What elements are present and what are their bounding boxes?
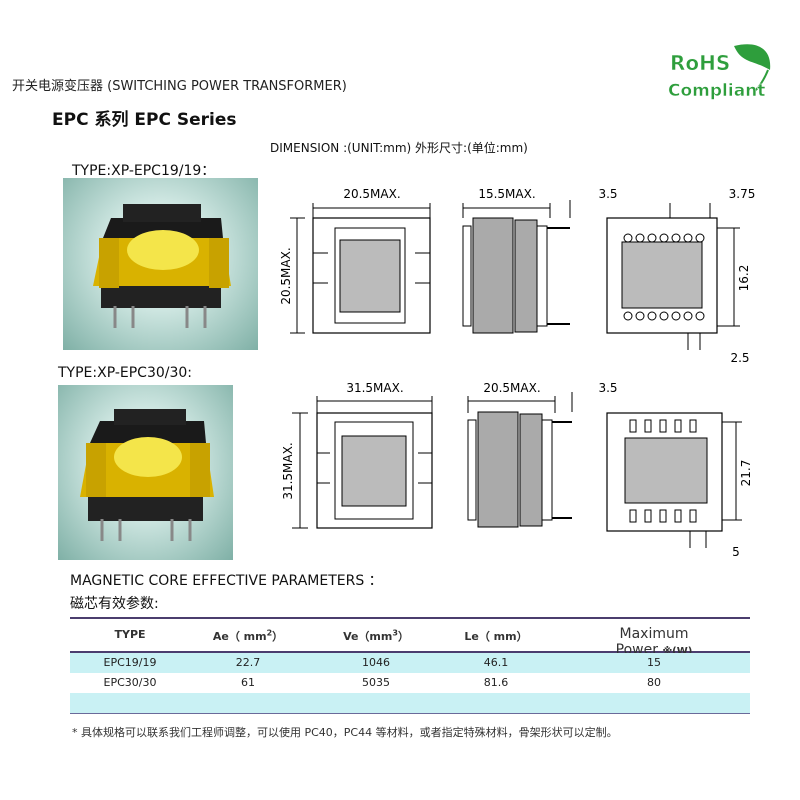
product-photo-epc19 <box>63 178 258 350</box>
side-width-label: 20.5MAX. <box>483 381 540 395</box>
pin-pitch-top-label: 3.75 <box>729 187 756 201</box>
col-ve: Ve（mm3） <box>343 628 409 643</box>
cell-ve: 5035 <box>362 676 390 689</box>
front-view: 20.5MAX. 20.5MAX. <box>279 187 431 334</box>
cell-le: 46.1 <box>483 656 509 669</box>
pin-length-label: 3.5 <box>598 381 617 395</box>
type-label-epc30: TYPE:XP-EPC30/30: <box>58 365 193 381</box>
page-header-title: 开关电源变压器 (SWITCHING POWER TRANSFORMER) <box>12 79 347 94</box>
cell-type: EPC19/19 <box>103 656 157 669</box>
col-le: Le（ mm） <box>464 630 528 643</box>
front-view: 31.5MAX. 31.5MAX. <box>281 381 433 529</box>
cell-power: 80 <box>647 676 661 689</box>
pin-spacing-label: 5 <box>732 545 740 559</box>
footnote: * 具体规格可以联系我们工程师调整，可以使用 PC40，PC44 等材料，或者指… <box>72 726 618 739</box>
front-height-label: 31.5MAX. <box>281 442 295 499</box>
side-width-label: 15.5MAX. <box>478 187 535 201</box>
dimension-note: DIMENSION :(UNIT:mm) 外形尺寸:(单位:mm) <box>270 141 528 155</box>
cell-power: 15 <box>647 656 661 669</box>
table-row-empty <box>70 693 750 713</box>
bottom-view: 21.7 5 <box>606 412 753 559</box>
dimension-drawing-epc30: 31.5MAX. 31.5MAX. 20.5MAX. 3.5 21 <box>281 381 753 559</box>
leaf-icon <box>734 44 771 70</box>
front-width-label: 20.5MAX. <box>343 187 400 201</box>
parameters-title-cn: 磁芯有效参数: <box>70 596 159 612</box>
bottom-view: 3.75 16.2 2.5 <box>606 187 756 365</box>
parameters-table: TYPE Ae（ mm2） Ve（mm3） Le（ mm） Maximum Po… <box>70 617 750 714</box>
col-type: TYPE <box>114 628 146 641</box>
cell-ve: 1046 <box>362 656 390 669</box>
table-row: EPC19/19 22.7 1046 46.1 15 <box>70 653 750 673</box>
bottom-height-label: 16.2 <box>737 265 751 292</box>
cell-type: EPC30/30 <box>103 676 157 689</box>
compliant-text: Compliant <box>668 81 765 101</box>
side-view: 20.5MAX. 3.5 <box>467 381 618 528</box>
type-label-epc19: TYPE:XP-EPC19/19： <box>72 163 216 179</box>
bottom-height-label: 21.7 <box>739 460 753 487</box>
dimension-drawing-epc19: 20.5MAX. 20.5MAX. 15.5MAX. 3.5 3.75 <box>279 187 756 365</box>
product-photo-epc30 <box>58 385 233 560</box>
cell-le: 81.6 <box>483 676 509 689</box>
rohs-text: RoHS <box>670 51 730 75</box>
pin-spacing-label: 2.5 <box>730 351 749 365</box>
pin-length-label: 3.5 <box>598 187 617 201</box>
col-ae: Ae（ mm2） <box>212 628 284 643</box>
rohs-badge: RoHS Compliant <box>664 40 774 104</box>
series-title: EPC 系列 EPC Series <box>52 110 237 130</box>
table-header: TYPE Ae（ mm2） Ve（mm3） Le（ mm） Maximum Po… <box>70 619 750 658</box>
cell-ae: 61 <box>241 676 255 689</box>
front-width-label: 31.5MAX. <box>346 381 403 395</box>
parameters-title: MAGNETIC CORE EFFECTIVE PARAMETERS ： <box>70 573 383 589</box>
front-height-label: 20.5MAX. <box>279 247 293 304</box>
table-row: EPC30/30 61 5035 81.6 80 <box>70 673 750 693</box>
cell-ae: 22.7 <box>235 656 261 669</box>
side-view: 15.5MAX. 3.5 <box>462 187 618 334</box>
